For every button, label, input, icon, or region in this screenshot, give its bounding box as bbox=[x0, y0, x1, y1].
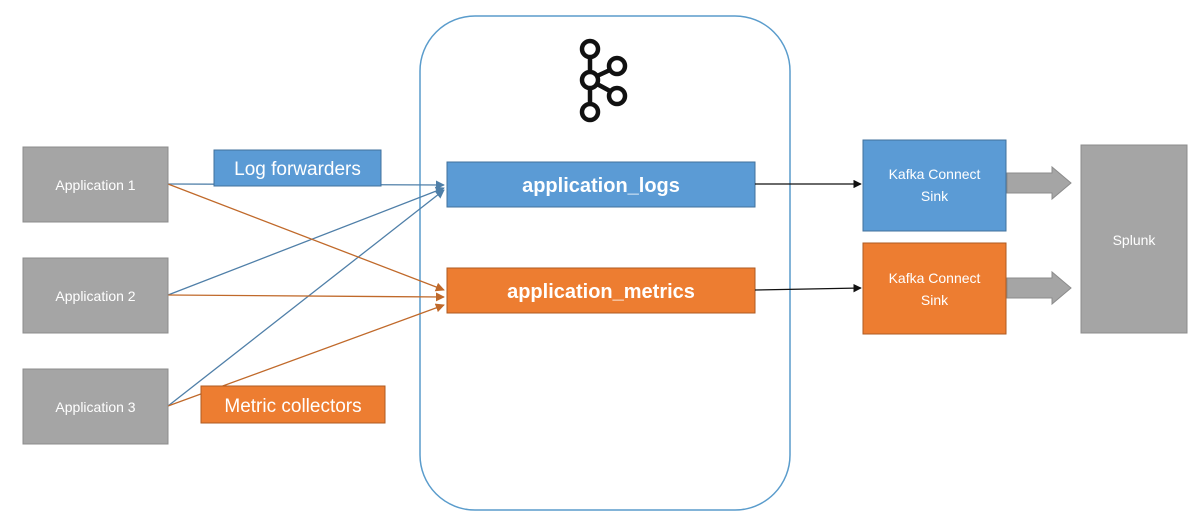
topic-application-metrics: application_metrics bbox=[446, 267, 756, 314]
application-2-box: Application 2 bbox=[22, 257, 169, 334]
kafka-connect-sink-bottom: Kafka Connect Sink bbox=[862, 242, 1007, 335]
sink-top-line1: Kafka Connect bbox=[889, 166, 981, 182]
metric-collectors-box: Metric collectors bbox=[200, 385, 386, 424]
topic-application-metrics-label: application_metrics bbox=[507, 281, 695, 303]
metrics-to-sink-arrow bbox=[754, 283, 862, 293]
topic-application-logs: application_logs bbox=[446, 161, 756, 208]
sink-top-line2: Sink bbox=[921, 188, 949, 204]
kafka-logo-icon bbox=[579, 38, 628, 123]
metric-flow-lines bbox=[167, 183, 445, 407]
application-1-box: Application 1 bbox=[22, 146, 169, 223]
kafka-cluster-container bbox=[419, 15, 791, 511]
splunk-box: Splunk bbox=[1080, 144, 1188, 334]
sink-bottom-line2: Sink bbox=[921, 292, 949, 308]
sink-bottom-line1: Kafka Connect bbox=[889, 270, 981, 286]
topic-application-logs-label: application_logs bbox=[522, 175, 680, 197]
kafka-connect-sink-top: Kafka Connect Sink bbox=[862, 139, 1007, 232]
splunk-label: Splunk bbox=[1113, 232, 1157, 248]
metric-collectors-label: Metric collectors bbox=[224, 396, 361, 417]
application-1-label: Application 1 bbox=[55, 177, 135, 193]
application-3-box: Application 3 bbox=[22, 368, 169, 445]
sink-top-to-splunk-arrow bbox=[1006, 165, 1072, 201]
sink-bottom-to-splunk-arrow bbox=[1006, 270, 1072, 306]
application-3-label: Application 3 bbox=[55, 399, 135, 415]
log-forwarders-label: Log forwarders bbox=[234, 159, 361, 180]
log-forwarders-box: Log forwarders bbox=[213, 149, 382, 187]
application-2-label: Application 2 bbox=[55, 288, 135, 304]
